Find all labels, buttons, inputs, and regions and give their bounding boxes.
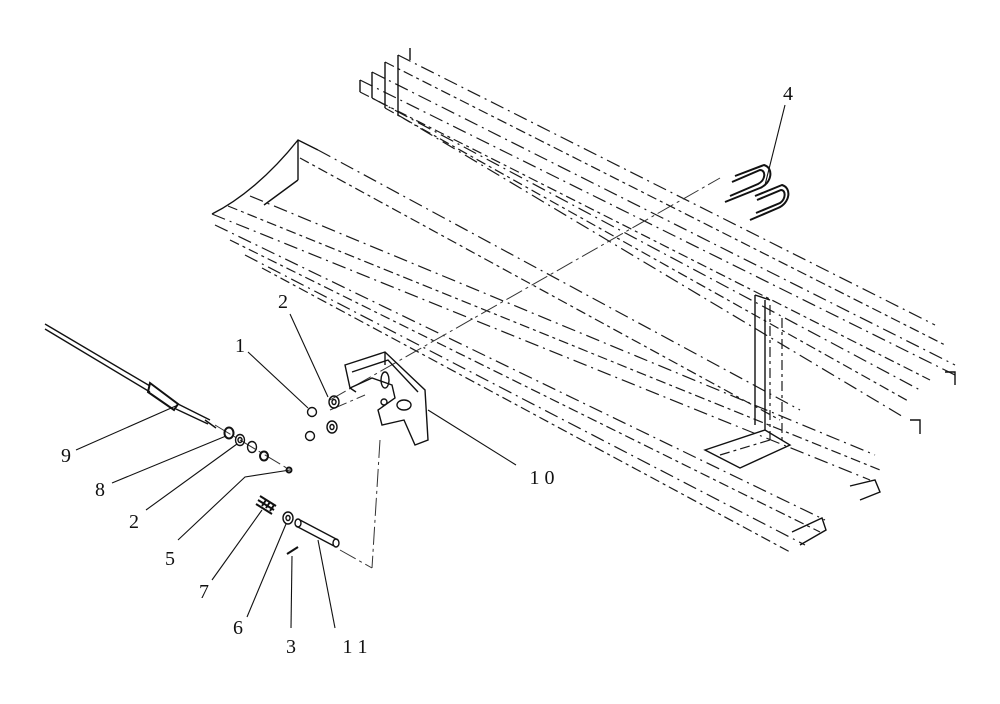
callout-7: 7 <box>199 581 209 603</box>
phantom-rear-frame <box>359 48 956 434</box>
callout-3: 3 <box>286 636 296 658</box>
callout-5: 5 <box>165 548 175 570</box>
callout-4: 4 <box>783 83 793 105</box>
u-bolts <box>724 163 790 221</box>
callout-6: 6 <box>233 617 243 639</box>
callout-1: 1 <box>235 335 245 357</box>
phantom-front-frame <box>211 139 881 553</box>
callout-9: 9 <box>61 445 71 467</box>
phantom-upright-post <box>703 294 792 469</box>
callout-2-lower: 2 <box>129 511 139 533</box>
hardware <box>223 395 340 555</box>
control-cable <box>44 323 217 429</box>
callout-8: 8 <box>95 479 105 501</box>
callout-10: 1 0 <box>530 467 555 489</box>
callouts: 4 2 1 1 0 9 8 2 5 7 6 3 1 1 <box>61 83 793 658</box>
leader-lines <box>75 104 786 629</box>
assembly-centerlines <box>214 177 721 569</box>
mounting-bracket <box>344 351 429 446</box>
callout-2-upper: 2 <box>278 291 288 313</box>
callout-11: 1 1 <box>343 636 368 658</box>
